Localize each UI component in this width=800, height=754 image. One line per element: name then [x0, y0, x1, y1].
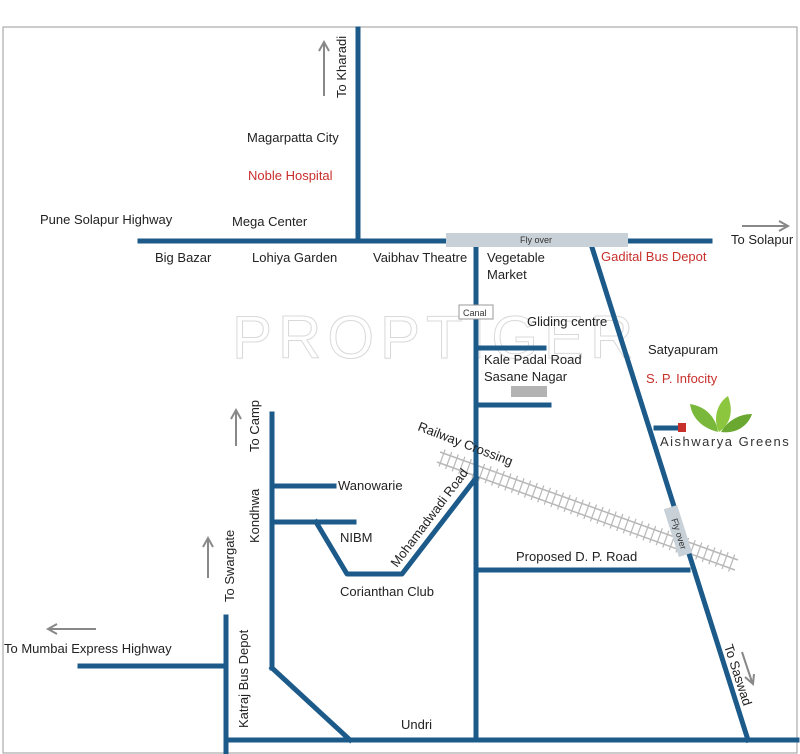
vegetable-market-label-line1: Vegetable: [487, 250, 545, 265]
railway-tie: [464, 458, 472, 477]
railway-tie: [484, 466, 492, 484]
railway-tie: [596, 506, 604, 525]
railway-tie: [583, 501, 591, 520]
to-swargate-label: To Swargate: [222, 530, 237, 602]
leaf-logo-icon: [690, 396, 752, 433]
railway-tie: [445, 451, 453, 470]
to-mumbai-label: To Mumbai Express Highway: [4, 641, 172, 656]
railway-tie: [570, 497, 578, 515]
railway-tie: [497, 470, 505, 489]
railway-tie: [510, 475, 519, 494]
arrow-up-kharadi-icon: [318, 39, 330, 96]
direction-arrows: [45, 39, 791, 687]
flyover-top: [446, 233, 628, 247]
railway-tie: [576, 499, 584, 517]
magarpatta-label: Magarpatta City: [247, 130, 339, 145]
railway-tie: [530, 482, 538, 501]
railway-tie: [550, 489, 558, 508]
flyover-diagonal: Fly over: [663, 505, 693, 557]
arrow-up-swargate-icon: [202, 535, 214, 578]
kale-padal-road-label: Kale Padal Road: [484, 352, 582, 367]
road-saswad: [586, 237, 752, 744]
to-camp-label: To Camp: [247, 400, 262, 452]
noble-hospital-label: Noble Hospital: [248, 168, 333, 183]
corianthan-club-label: Corianthan Club: [340, 584, 434, 599]
to-kharadi-label: To Kharadi: [334, 36, 349, 98]
railway-tie: [477, 463, 486, 482]
katraj-bus-depot-label: Katraj Bus Depot: [236, 629, 251, 728]
mega-center-label: Mega Center: [232, 214, 308, 229]
arrow-up-camp-icon: [230, 407, 242, 446]
railway-tie: [635, 520, 644, 539]
railway-tie: [451, 454, 459, 472]
big-bazar-label: Big Bazar: [155, 250, 212, 265]
railway-tie: [458, 456, 466, 474]
proposed-dp-road-label: Proposed D. P. Road: [516, 549, 637, 564]
nibm-label: NIBM: [340, 530, 373, 545]
arrow-right-solapur-icon: [742, 220, 791, 232]
kondhwa-label: Kondhwa: [247, 488, 262, 543]
lohiya-garden-label: Lohiya Garden: [252, 250, 337, 265]
railway-tie: [714, 549, 723, 567]
railway-tie: [728, 554, 736, 572]
railway-tie: [537, 485, 545, 503]
railway-tie: [602, 508, 611, 527]
vaibhav-theatre-label: Vaibhav Theatre: [373, 250, 467, 265]
railway-tie: [662, 530, 670, 548]
railway-ties: [438, 449, 736, 572]
map-border: [2, 26, 798, 754]
aishwarya-greens-label: Aishwarya Greens: [660, 434, 790, 449]
railway-tie: [721, 551, 729, 570]
to-solapur-label: To Solapur: [731, 232, 794, 247]
flyover-diagonal-box: [663, 505, 693, 557]
railway-tie: [609, 511, 617, 529]
road-network: [77, 26, 800, 754]
railway-tie: [616, 513, 624, 532]
vegetable-market-label-line2: Market: [487, 267, 527, 282]
arrow-down-saswad-icon: [741, 651, 755, 687]
flyover-top-label: Fly over: [520, 235, 552, 245]
railway-tie: [642, 523, 650, 541]
satyapuram-label: Satyapuram: [648, 342, 718, 357]
sasane-nagar-label: Sasane Nagar: [484, 369, 568, 384]
railway-tie: [517, 477, 525, 496]
railway-tie: [695, 542, 703, 560]
canal-label: Canal: [463, 308, 487, 318]
railway-tie: [491, 468, 499, 486]
road-kondhwa-undri: [268, 664, 354, 744]
sp-infocity-label: S. P. Infocity: [646, 371, 718, 386]
railway-tie: [649, 525, 657, 544]
road-mohamadwadi: [312, 474, 480, 577]
railway-tie: [622, 516, 630, 534]
railway-tie: [629, 518, 637, 536]
railway-tie: [543, 487, 551, 505]
railway-tie: [438, 449, 446, 467]
railway-tie: [556, 492, 565, 510]
wanowarie-label: Wanowarie: [338, 478, 403, 493]
gliding-centre-label: Gliding centre: [527, 314, 607, 329]
railway-tie: [504, 473, 512, 491]
railway-tie: [701, 544, 709, 563]
canal-marker: [458, 304, 494, 320]
railway-tie: [523, 480, 532, 498]
railway-tie: [655, 528, 663, 546]
landmark-block: [511, 386, 547, 397]
undri-label: Undri: [401, 717, 432, 732]
railway-tie: [563, 494, 571, 513]
project-marker: [678, 423, 686, 432]
gadital-bus-depot-label: Gadital Bus Depot: [601, 249, 707, 264]
railway-tie: [708, 547, 716, 565]
railway-tie: [589, 504, 598, 522]
watermark: PROPTIGER: [232, 304, 639, 371]
pune-solapur-highway-label: Pune Solapur Highway: [40, 212, 173, 227]
arrow-left-mumbai-icon: [45, 623, 96, 635]
